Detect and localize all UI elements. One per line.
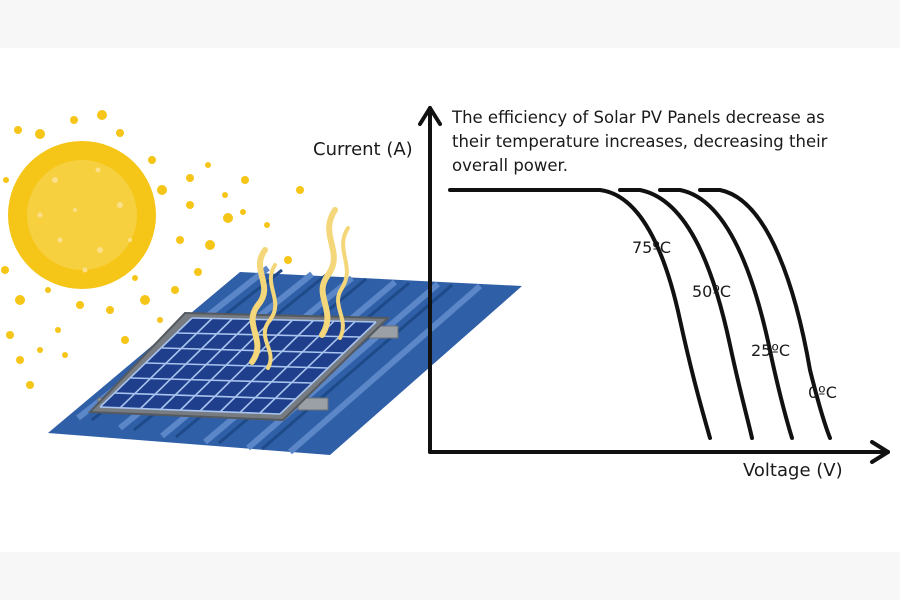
curve-label-50c: 50ºC	[692, 282, 732, 301]
curve-label-0c: 0ºC	[808, 383, 837, 402]
chart-axes	[418, 106, 890, 464]
top-band	[0, 0, 900, 48]
diagram-caption: The efficiency of Solar PV Panels decrea…	[452, 108, 828, 175]
heat-waves-icon	[249, 207, 350, 370]
curve-25c	[658, 188, 794, 440]
bottom-band	[0, 552, 900, 600]
x-axis-arrow	[870, 440, 890, 464]
iv-curves	[448, 188, 832, 440]
curve-label-25c: 25ºC	[751, 341, 791, 360]
y-axis-label: Current (A)	[313, 139, 413, 160]
curve-0c	[698, 188, 832, 440]
curve-label-75c: 75ºC	[632, 238, 672, 257]
y-axis-arrow	[418, 106, 442, 126]
curve-75c	[448, 188, 712, 440]
curve-50c	[618, 188, 754, 440]
solar-panel-icon	[87, 311, 391, 422]
sun-icon	[1, 110, 304, 389]
x-axis-label: Voltage (V)	[743, 460, 843, 481]
